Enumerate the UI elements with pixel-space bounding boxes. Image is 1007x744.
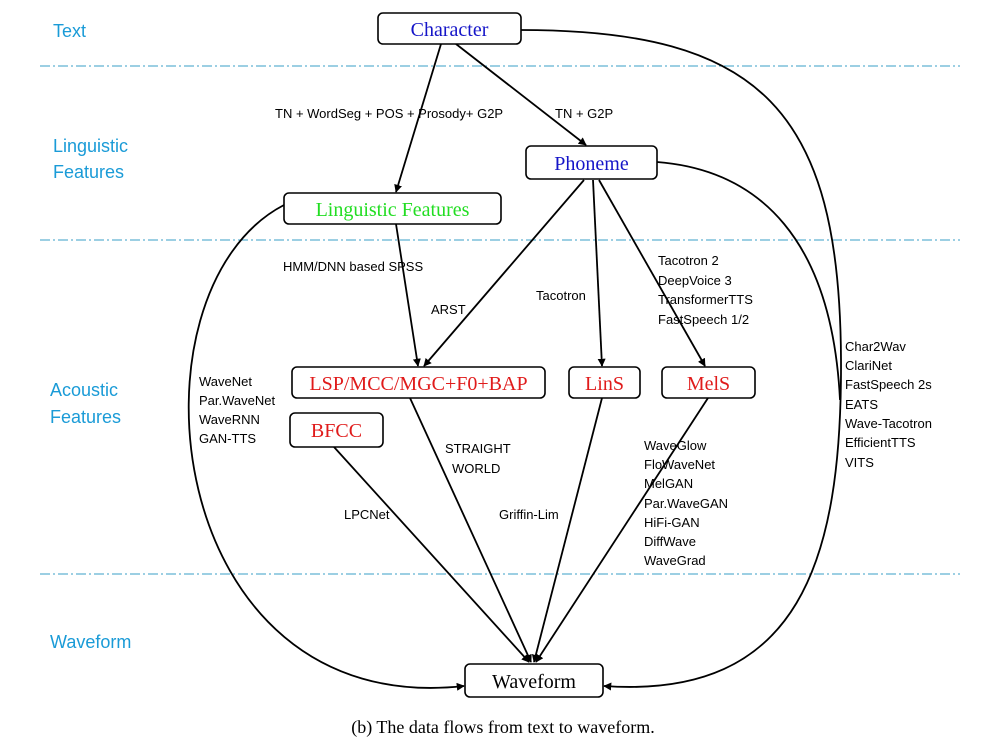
arrow-character-to-waveform [520, 29, 842, 691]
stage-label-linguistic-features: Features [53, 162, 124, 182]
node-lsp-mcc-mgc-label: LSP/MCC/MGC+F0+BAP [309, 373, 527, 395]
node-mels: MelS [661, 366, 756, 399]
model-name: TransformerTTS [658, 292, 753, 307]
node-phoneme-label: Phoneme [554, 153, 629, 175]
model-name: WaveRNN [199, 412, 260, 427]
node-lins-label: LinS [585, 373, 624, 395]
edge-label-phoneme-to-lins: Tacotron [536, 288, 586, 303]
stage-label-acoustic: Acoustic [50, 380, 118, 400]
node-bfcc: BFCC [289, 412, 384, 448]
edge-label-lins-to-waveform: Griffin-Lim [499, 507, 559, 522]
stage-label-linguistic: Linguistic [53, 136, 128, 156]
model-name: DiffWave [644, 534, 696, 549]
model-name: DeepVoice 3 [658, 273, 732, 288]
model-name: WaveGlow [644, 438, 707, 453]
arrow-phoneme-to-waveform [656, 161, 841, 401]
stage-label-text: Text [53, 21, 86, 41]
edge-label-linguistic-to-acoustic: HMM/DNN based SPSS [283, 259, 423, 274]
node-waveform-label: Waveform [492, 671, 576, 693]
node-waveform: Waveform [464, 663, 604, 698]
model-name: WORLD [452, 461, 500, 476]
node-lsp-mcc-mgc: LSP/MCC/MGC+F0+BAP [291, 366, 546, 399]
node-linguistic-features-label: Linguistic Features [316, 199, 470, 221]
model-name: ClariNet [845, 358, 892, 373]
node-lins: LinS [568, 366, 641, 399]
model-name: Tacotron 2 [658, 253, 719, 268]
model-name: WaveGrad [644, 553, 706, 568]
stage-label-acoustic-features: Features [50, 407, 121, 427]
model-name: Par.WaveNet [199, 393, 275, 408]
edge-label-character-to-waveform: Char2Wav ClariNet FastSpeech 2s EATS Wav… [845, 339, 936, 470]
arrow-lsp-to-waveform [409, 397, 532, 663]
node-mels-label: MelS [687, 373, 730, 395]
model-name: FloWaveNet [644, 457, 715, 472]
edge-label-lsp-to-waveform: STRAIGHT WORLD [445, 441, 514, 476]
edge-label-character-to-phoneme: TN + G2P [555, 106, 613, 121]
model-name: Par.WaveGAN [644, 496, 728, 511]
arrow-character-to-phoneme [455, 43, 587, 146]
model-name: Wave-Tacotron [845, 416, 932, 431]
arrow-phoneme-to-lsp [423, 179, 585, 367]
edge-label-phoneme-to-mels: Tacotron 2 DeepVoice 3 TransformerTTS Fa… [658, 253, 756, 327]
node-character: Character [377, 12, 522, 45]
arrow-linguistic-to-lsp [395, 223, 421, 367]
arrow-lins-to-waveform [531, 397, 603, 663]
arrow-bfcc-to-waveform [333, 446, 530, 663]
edge-label-mels-to-waveform: WaveGlow FloWaveNet MelGAN Par.WaveGAN H… [644, 438, 732, 568]
node-character-label: Character [411, 19, 489, 41]
model-name: HiFi-GAN [644, 515, 700, 530]
arrow-character-to-linguistic [394, 43, 442, 193]
model-name: FastSpeech 1/2 [658, 312, 749, 327]
model-name: STRAIGHT [445, 441, 511, 456]
model-name: EfficientTTS [845, 435, 916, 450]
edge-label-phoneme-to-lsp: ARST [431, 302, 466, 317]
node-bfcc-label: BFCC [311, 420, 362, 442]
model-name: GAN-TTS [199, 431, 256, 446]
edge-label-character-to-linguistic: TN + WordSeg + POS + Prosody+ G2P [275, 106, 503, 121]
node-phoneme: Phoneme [525, 145, 658, 180]
node-linguistic-features: Linguistic Features [283, 192, 502, 225]
model-name: VITS [845, 455, 874, 470]
arrow-linguistic-to-waveform [187, 204, 465, 691]
figure-caption: (b) The data flows from text to waveform… [351, 717, 655, 738]
arrow-phoneme-to-lins [592, 179, 606, 367]
model-name: Char2Wav [845, 339, 906, 354]
edge-label-linguistic-to-waveform: WaveNet Par.WaveNet WaveRNN GAN-TTS [199, 374, 279, 446]
model-name: MelGAN [644, 476, 693, 491]
model-name: FastSpeech 2s [845, 377, 932, 392]
stage-label-waveform: Waveform [50, 632, 131, 652]
edge-label-bfcc-to-waveform: LPCNet [344, 507, 390, 522]
arrow-phoneme-to-mels [598, 179, 706, 367]
model-name: EATS [845, 397, 878, 412]
model-name: WaveNet [199, 374, 252, 389]
arrow-mels-to-waveform [535, 397, 709, 663]
